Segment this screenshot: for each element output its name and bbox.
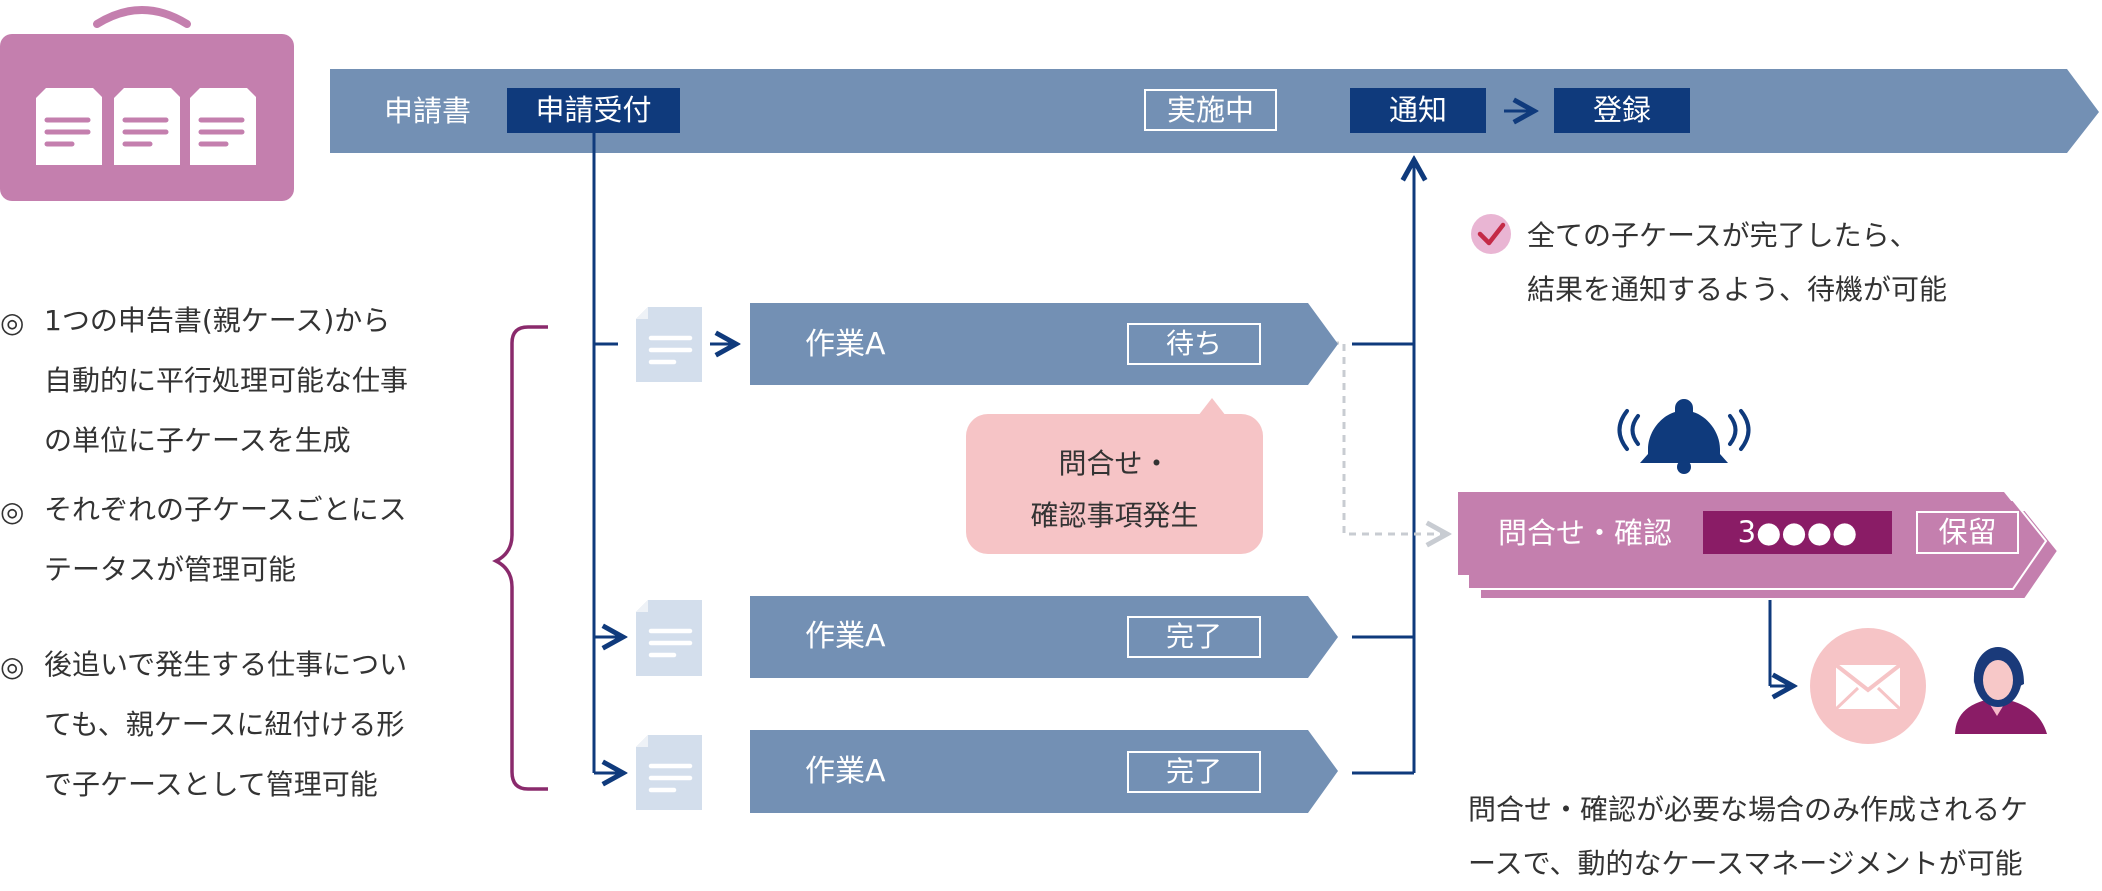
callout-text: 問合せ・ 確認事項発生	[966, 438, 1263, 542]
operator-person-icon	[1955, 647, 2047, 734]
inquiry-case-status[interactable]: 保留	[1916, 511, 2019, 554]
note-line: 結果を通知するよう、待機が可能	[1527, 273, 1948, 306]
step-running[interactable]: 実施中	[1144, 89, 1277, 131]
callout-bubble	[966, 398, 1263, 554]
branch-connectors	[592, 111, 1793, 773]
check-circle-icon	[1471, 214, 1511, 254]
briefcase-documents-icon	[0, 6, 294, 201]
step-register[interactable]: 登録	[1554, 88, 1690, 133]
bullet-marker: ◎	[0, 495, 25, 528]
child-task-label: 作業A	[805, 619, 886, 654]
envelope-icon	[1810, 628, 1926, 744]
note-line: 全ての子ケースが完了したら、	[1527, 219, 1918, 252]
step-receive[interactable]: 申請受付	[507, 88, 680, 133]
bullet-line: の単位に子ケースを生成	[44, 424, 351, 457]
callout-line: 問合せ・	[1058, 447, 1171, 480]
child-task-status[interactable]: 完了	[1127, 751, 1261, 793]
bullet-line: で子ケースとして管理可能	[44, 768, 378, 801]
dashed-link	[1267, 341, 1447, 534]
step-notify[interactable]: 通知	[1350, 88, 1486, 133]
child-task-status[interactable]: 完了	[1127, 616, 1261, 658]
child-task-label: 作業A	[805, 327, 886, 362]
bullet-line: 後追いで発生する仕事につい	[44, 648, 408, 681]
bullet-line: 自動的に平行処理可能な仕事	[44, 364, 409, 397]
application-label: 申請書	[384, 94, 472, 128]
bell-ringing-icon	[1640, 399, 1728, 474]
bullet-line: ても、親ケースに紐付ける形	[44, 708, 405, 741]
bullet-line: テータスが管理可能	[44, 553, 297, 586]
bullet-line: 1つの申告書(親ケース)から	[44, 304, 391, 337]
child-task-label: 作業A	[805, 754, 886, 789]
inquiry-case-id[interactable]: 3●●●●	[1703, 511, 1892, 554]
bullet-marker: ◎	[0, 306, 25, 339]
note-line: ースで、動的なケースマネージメントが可能	[1468, 847, 2023, 880]
note-line: 問合せ・確認が必要な場合のみ作成されるケ	[1468, 793, 2029, 826]
bullet-line: それぞれの子ケースごとにス	[44, 493, 407, 526]
inquiry-case-label: 問合せ・確認	[1498, 516, 1673, 550]
bullet-marker: ◎	[0, 650, 25, 683]
completion-note: 全ての子ケースが完了したら、 結果を通知するよう、待機が可能	[1527, 209, 1947, 317]
child-task-status[interactable]: 待ち	[1127, 323, 1261, 365]
callout-line: 確認事項発生	[1030, 499, 1199, 532]
bullets-brace	[492, 325, 548, 791]
bottom-note: 問合せ・確認が必要な場合のみ作成されるケ ースで、動的なケースマネージメントが可…	[1468, 783, 2028, 891]
